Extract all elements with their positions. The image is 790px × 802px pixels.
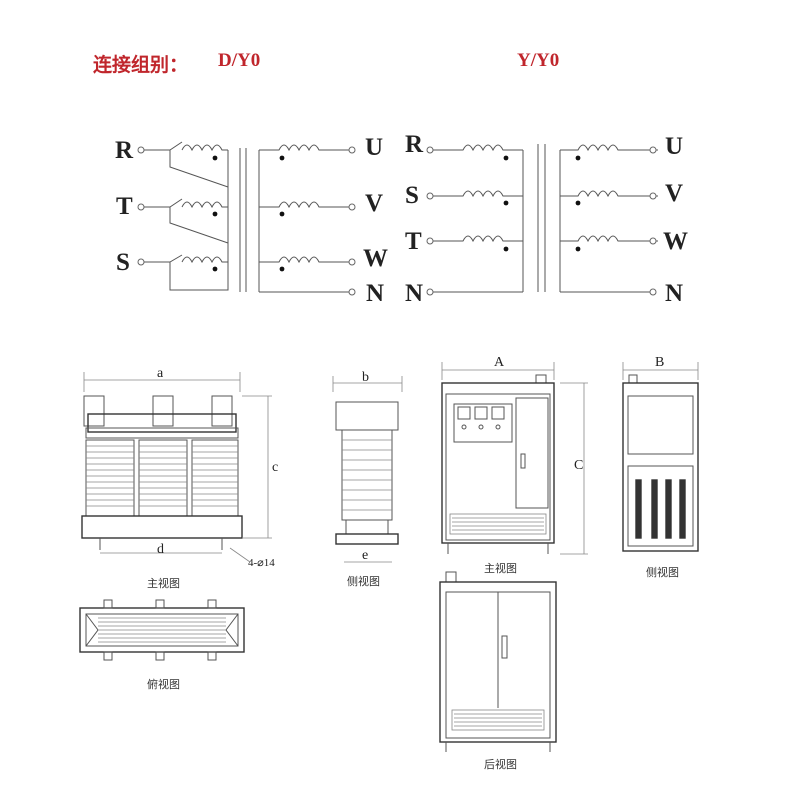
transformer-front-view: [81, 372, 272, 563]
dy-coil-3: [181, 256, 228, 264]
caption-cabinet-back-view: 后视图: [484, 758, 517, 771]
dy-coil-2: [181, 201, 228, 209]
yy-primary-label-4: N: [405, 280, 424, 307]
dim-B: B: [655, 355, 665, 370]
caption-cabinet-front-view: 主视图: [484, 562, 517, 575]
dy-secondary-label-1: U: [365, 134, 384, 161]
caption-side-view: 侧视图: [347, 575, 380, 588]
yy-secondary-label-4: N: [665, 280, 684, 307]
dim-a: a: [157, 366, 164, 381]
dy-primary-label-1: R: [115, 137, 134, 164]
dy-sec-terminal-n: [348, 288, 356, 296]
cabinet-back-view: [439, 571, 557, 752]
dy-sec-coil-2: [259, 201, 349, 209]
dy-primary-terminal-t: [137, 203, 145, 211]
dy-primary-label-3: S: [116, 249, 130, 276]
yy-primary-label-2: S: [405, 182, 419, 209]
dy-sec-terminal-w: [348, 258, 356, 266]
caption-top-view: 俯视图: [147, 678, 180, 691]
yy-diagram: [426, 144, 658, 296]
caption-front-view: 主视图: [147, 577, 180, 590]
yy-primary-label-3: T: [405, 228, 422, 255]
dim-A: A: [494, 355, 505, 370]
dy-primary-label-2: T: [116, 193, 133, 220]
transformer-top-view: [79, 599, 245, 661]
cabinet-front-view: [441, 362, 588, 555]
yy-secondary-label-2: V: [665, 180, 684, 207]
dy-diagram: [137, 141, 356, 296]
group-yy-label: Y/Y0: [517, 50, 560, 71]
dy-sec-coil-3: [259, 256, 349, 264]
yy-secondary-label-3: W: [663, 228, 688, 255]
dy-primary-terminal-s: [137, 258, 145, 266]
transformer-side-view: [332, 376, 403, 563]
dy-secondary-label-3: W: [363, 245, 388, 272]
dy-secondary-label-2: V: [365, 190, 384, 217]
yy-secondary-label-1: U: [665, 133, 684, 160]
dy-secondary-label-4: N: [366, 280, 385, 307]
dy-coil-1: [181, 144, 228, 152]
yy-primary-label-1: R: [405, 131, 424, 158]
dim-b: b: [362, 370, 369, 385]
dim-hole: 4-⌀14: [248, 557, 275, 569]
cabinet-side-view: [622, 362, 699, 552]
caption-cabinet-side-view: 侧视图: [646, 566, 679, 579]
dy-sec-coil-1: [259, 144, 349, 152]
dy-sec-terminal-u: [348, 146, 356, 154]
dim-e: e: [362, 548, 369, 563]
group-dy-label: D/Y0: [218, 50, 261, 71]
dim-d: d: [157, 542, 164, 557]
dy-sec-terminal-v: [348, 203, 356, 211]
dim-C: C: [574, 458, 584, 473]
dim-c: c: [272, 460, 279, 475]
dy-primary-terminal-r: [137, 146, 145, 154]
connection-group-label: 连接组别：: [93, 55, 189, 76]
